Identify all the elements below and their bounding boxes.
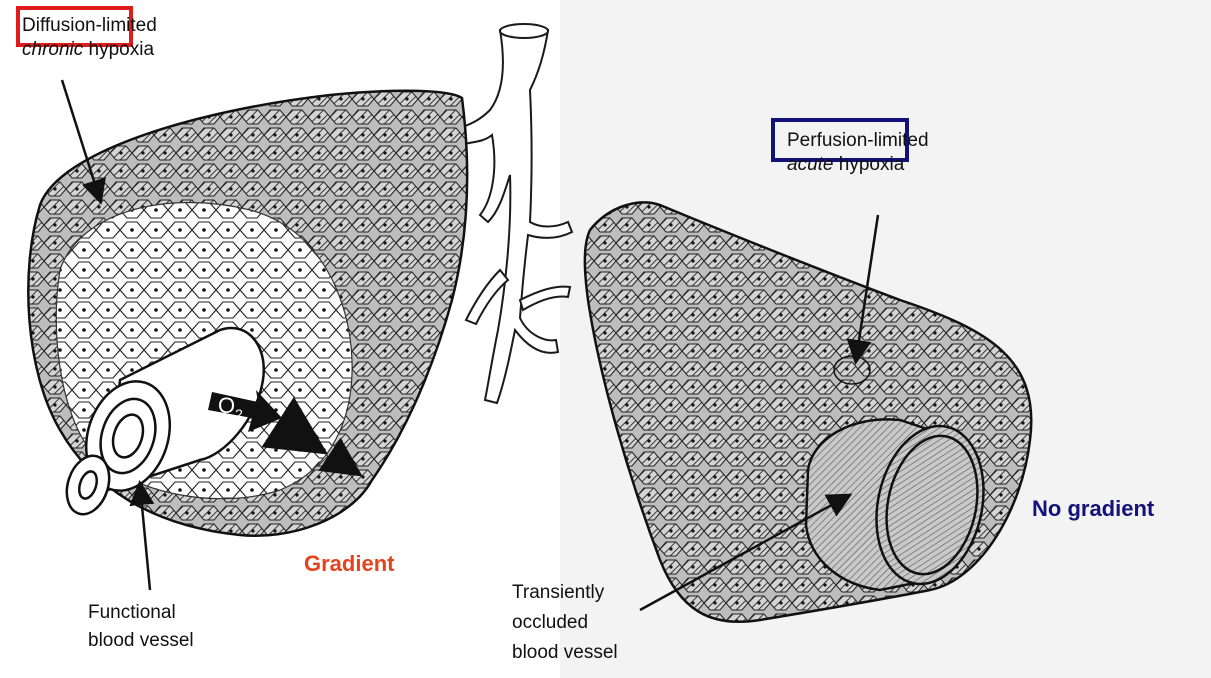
transient-line2: occluded: [512, 612, 588, 633]
transient-line1: Transiently: [512, 582, 604, 603]
left-tumour-cone: [28, 91, 467, 536]
o2-symbol: O: [218, 393, 235, 418]
hypoxia-word-right: hypoxia: [839, 154, 905, 175]
perfusion-rest: limited: [874, 130, 929, 151]
functional-line2: blood vessel: [88, 630, 194, 651]
diffusion-limited-label: Diffusion-limited chronic hypoxia: [22, 14, 157, 62]
occluded-vessel-label: Transiently occluded blood vessel: [512, 578, 618, 668]
functional-line1: Functional: [88, 602, 176, 623]
diffusion-rest: limited: [102, 15, 157, 36]
o2-subscript: 2: [235, 406, 243, 422]
acute-word: acute: [787, 154, 833, 175]
acute-hypoxic-cell-cluster: [834, 356, 870, 384]
transient-line3: blood vessel: [512, 642, 618, 663]
hypoxia-word-left: hypoxia: [89, 39, 155, 60]
functional-vessel-label: Functional blood vessel: [88, 599, 194, 655]
no-gradient-label: No gradient: [1032, 496, 1154, 522]
chronic-word: chronic: [22, 39, 83, 60]
gradient-label: Gradient: [304, 551, 394, 577]
diffusion-word: Diffusion-: [22, 15, 102, 36]
perfusion-limited-label: Perfusion-limited acute hypoxia: [787, 129, 929, 177]
perfusion-word: Perfusion-: [787, 130, 874, 151]
